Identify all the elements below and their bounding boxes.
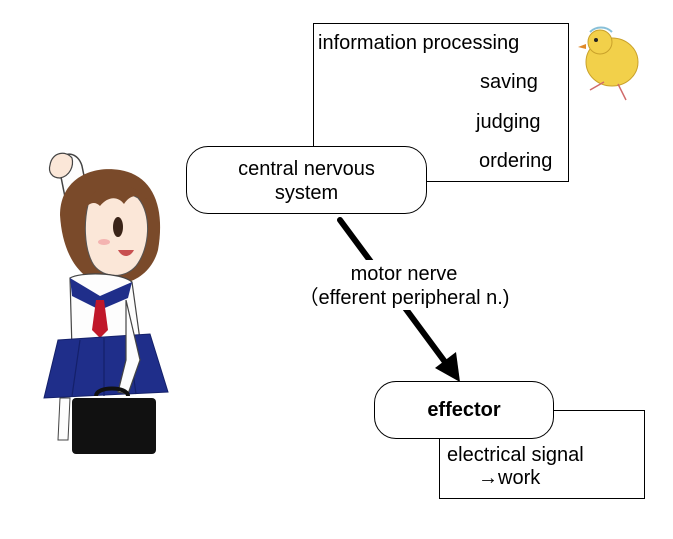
central-nervous-system-box <box>186 146 427 214</box>
motor-nerve-label-bg <box>280 260 528 310</box>
information-processing-title: information processing <box>318 32 520 54</box>
effector-label: effector <box>427 399 501 421</box>
processing-item-ordering: ordering <box>479 150 553 172</box>
effector-box <box>374 381 554 439</box>
motor-nerve-label: motor nerve <box>350 263 458 285</box>
processing-item-judging: judging <box>476 111 541 133</box>
efferent-peripheral-label: （efferent peripheral n.) <box>298 287 510 309</box>
processing-item-saving: saving <box>480 71 538 93</box>
cns-label-line2: system <box>274 182 339 204</box>
arrow-head <box>435 352 460 382</box>
electrical-signal-label: electrical signal <box>447 444 584 466</box>
cns-label-line1: central nervous <box>238 158 375 180</box>
work-label: →work <box>478 467 541 489</box>
